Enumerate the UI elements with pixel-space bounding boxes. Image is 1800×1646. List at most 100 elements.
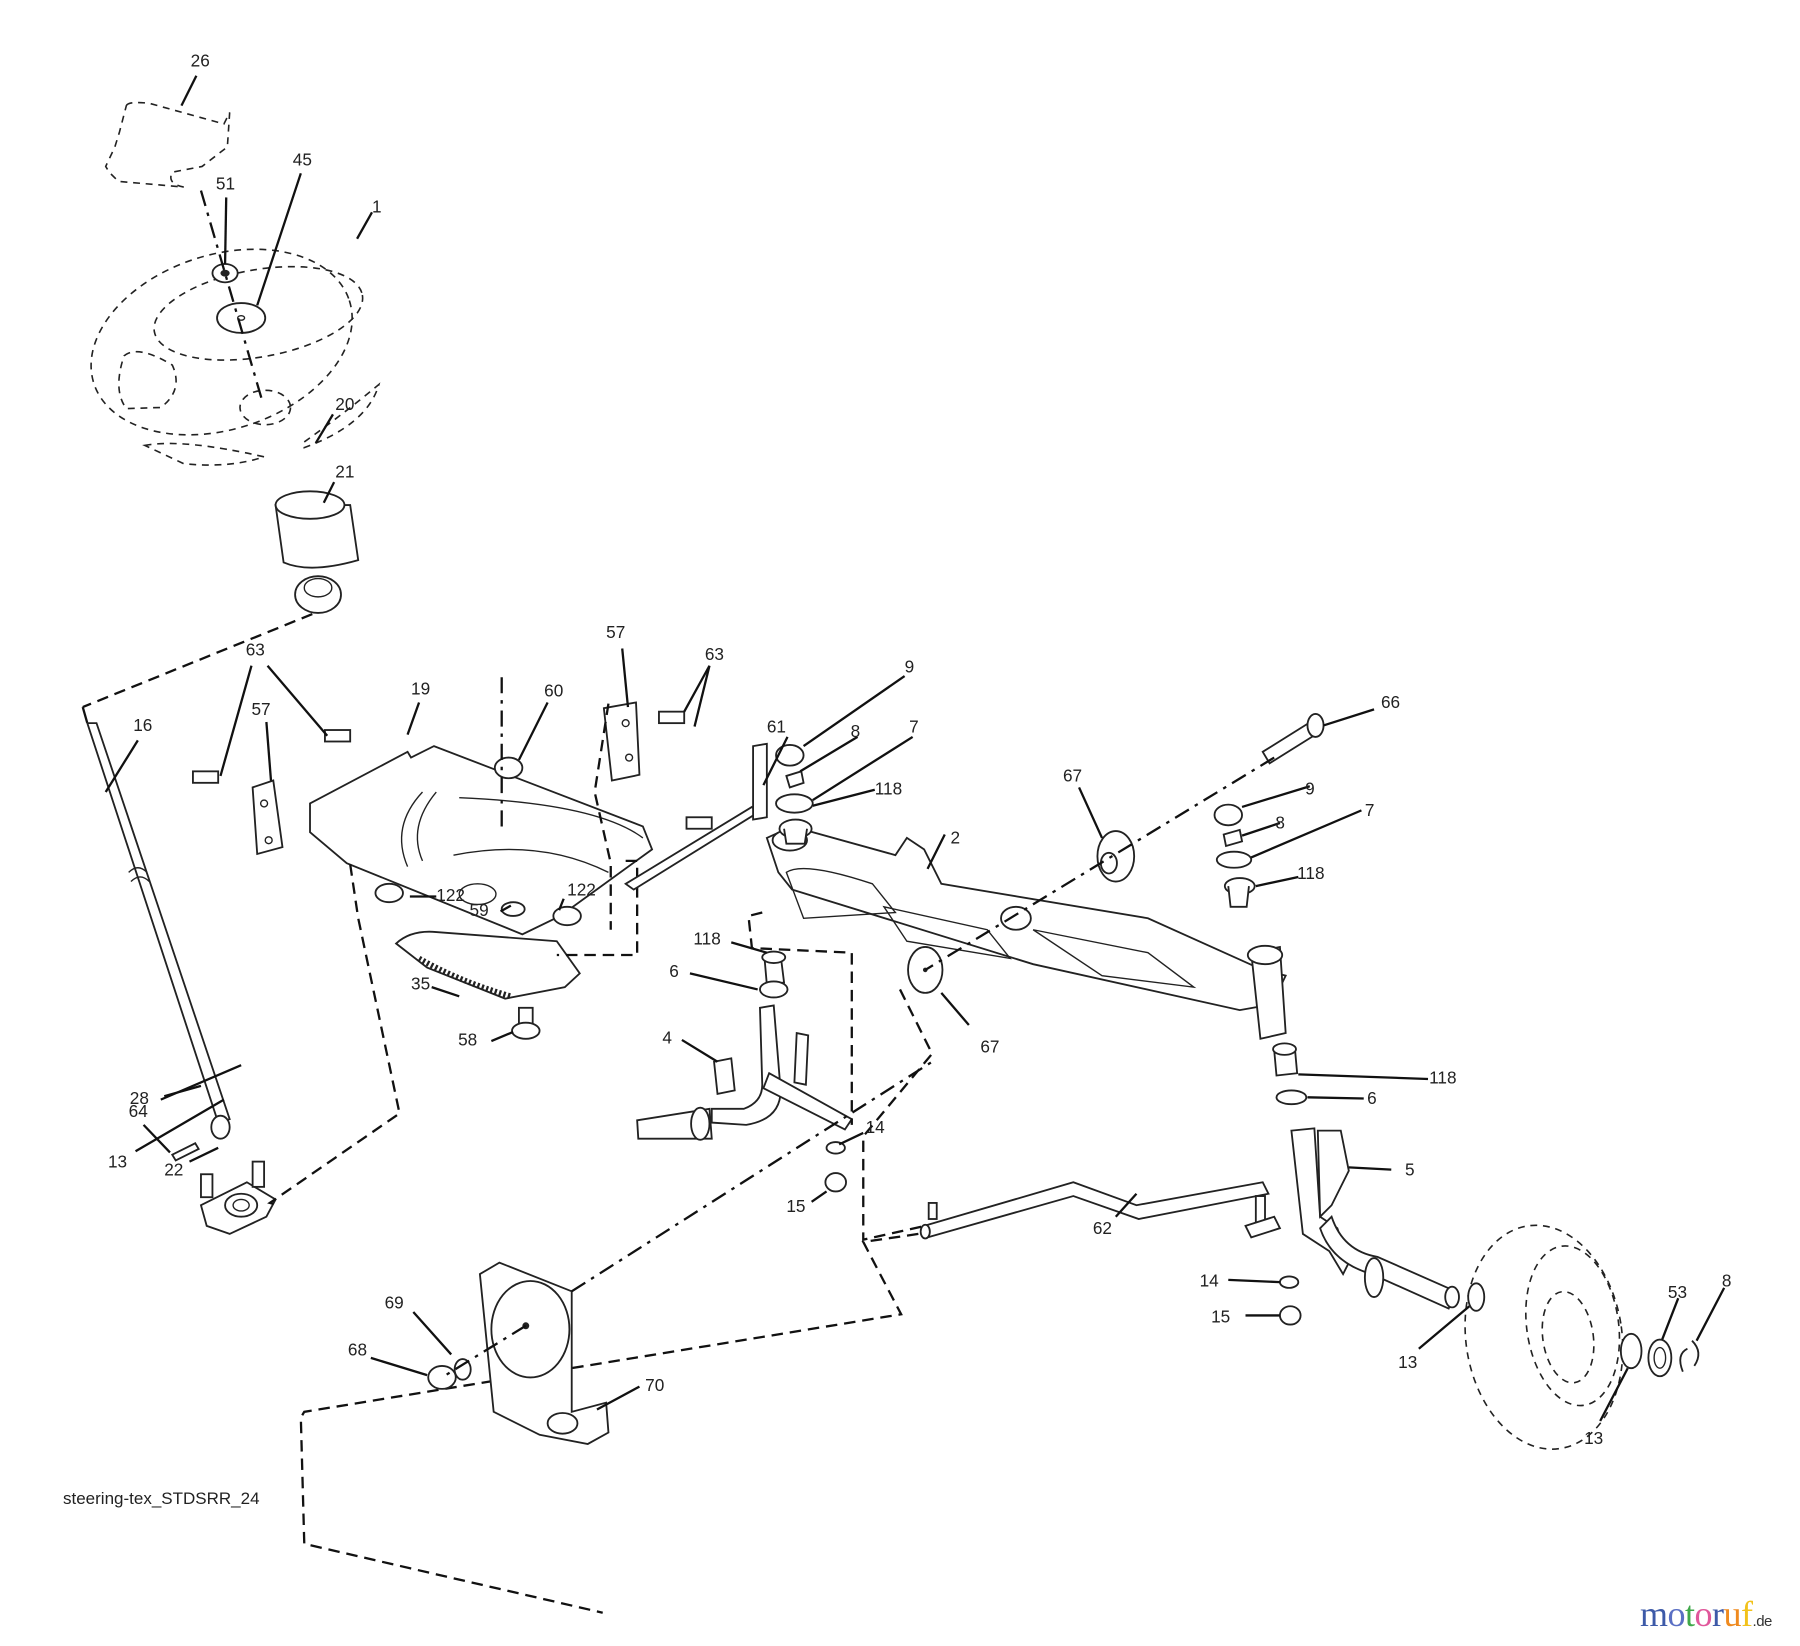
callout-15-right: 15 xyxy=(1211,1306,1230,1326)
callout-16: 16 xyxy=(133,715,152,735)
bolt-63-c xyxy=(658,710,686,725)
callout-58: 58 xyxy=(458,1030,477,1050)
pin-64 xyxy=(170,1142,200,1162)
logo-letter-o2: o xyxy=(1694,1594,1713,1634)
callout-62: 62 xyxy=(1093,1218,1112,1238)
callout-5: 5 xyxy=(1405,1159,1415,1179)
spindle-4 xyxy=(636,1004,854,1141)
logo-letter-t: t xyxy=(1685,1594,1695,1634)
clip-8-wheel xyxy=(1679,1340,1700,1373)
bolt-58 xyxy=(511,1006,541,1040)
gear-21 xyxy=(294,575,342,614)
nut-68 xyxy=(427,1365,457,1390)
callout-14-left: 14 xyxy=(866,1117,886,1137)
callout-53: 53 xyxy=(1668,1282,1687,1302)
washer-45 xyxy=(216,302,267,334)
spacer-67-bottom xyxy=(907,946,944,994)
callout-122-left: 122 xyxy=(436,885,465,905)
washer-7-right xyxy=(1215,850,1253,869)
logo-letter-m: m xyxy=(1640,1594,1668,1634)
callout-69: 69 xyxy=(385,1293,404,1313)
callout-70: 70 xyxy=(645,1375,664,1395)
callout-63-right: 63 xyxy=(705,644,724,664)
callout-67-bottom: 67 xyxy=(980,1037,999,1057)
callout-68: 68 xyxy=(348,1340,367,1360)
washer-53 xyxy=(1647,1338,1673,1378)
callout-28: 28 xyxy=(130,1088,149,1108)
bracket-57-left xyxy=(251,779,284,856)
front-wheel-outline xyxy=(1464,1224,1624,1450)
callout-2: 2 xyxy=(951,828,961,848)
washer-14-right xyxy=(1279,1275,1300,1289)
callout-8-right: 8 xyxy=(1275,813,1285,833)
logo-letter-r: r xyxy=(1712,1594,1724,1634)
callout-61: 61 xyxy=(767,716,786,736)
nut-15-right xyxy=(1279,1305,1302,1326)
nut-60 xyxy=(493,756,524,780)
clip-8-right xyxy=(1222,828,1244,848)
cap-9-left xyxy=(775,744,805,767)
leader-lines xyxy=(104,75,1726,1422)
flange-bearing-22 xyxy=(199,1181,277,1235)
callout-8-left: 8 xyxy=(851,721,861,741)
callout-8-wheel: 8 xyxy=(1722,1271,1732,1291)
callout-118-right-bottom: 118 xyxy=(1429,1068,1456,1088)
logo-letter-o1: o xyxy=(1667,1594,1686,1634)
bolt-63-b xyxy=(324,729,352,743)
callout-6-left: 6 xyxy=(669,961,679,981)
tie-rod-62 xyxy=(919,1181,1282,1240)
bolts-28 xyxy=(200,1160,266,1199)
sector-gear-35 xyxy=(394,930,581,1000)
bushing-118-left-top xyxy=(778,818,813,845)
callout-21: 21 xyxy=(335,462,354,482)
bolt-63-d xyxy=(685,816,713,830)
nut-51 xyxy=(211,263,239,284)
bushing-118-left-bottom xyxy=(761,950,787,986)
steering-support-70 xyxy=(478,1261,610,1445)
callout-9-right: 9 xyxy=(1305,778,1315,798)
callout-4: 4 xyxy=(662,1027,672,1047)
clip-8-left xyxy=(785,770,805,789)
callout-1: 1 xyxy=(372,196,382,216)
washer-69 xyxy=(453,1358,472,1381)
nut-122-right xyxy=(552,905,582,927)
steering-wheel-cap-26 xyxy=(104,101,231,188)
spacer-67-top xyxy=(1096,830,1136,883)
washer-6-right xyxy=(1275,1089,1308,1106)
logo-letter-u: u xyxy=(1723,1594,1742,1634)
bolt-66 xyxy=(1261,713,1325,765)
callout-35: 35 xyxy=(411,973,430,993)
callout-13-outer: 13 xyxy=(1584,1428,1603,1448)
callout-51: 51 xyxy=(216,173,235,193)
nut-15-left xyxy=(824,1172,847,1193)
spindle-5 xyxy=(1290,1127,1460,1310)
motoruf-watermark-logo: motoruf.de xyxy=(1640,1596,1772,1632)
callout-14-right: 14 xyxy=(1200,1271,1220,1291)
diagram-caption: steering-tex_STDSRR_24 xyxy=(63,1489,260,1508)
callout-labels: 26 51 45 1 20 21 16 63 57 19 60 57 63 12… xyxy=(108,51,1731,1448)
callout-22: 22 xyxy=(164,1159,183,1179)
callout-118-right-top: 118 xyxy=(1297,863,1324,883)
callout-66: 66 xyxy=(1381,692,1400,712)
steering-wheel-1 xyxy=(90,248,381,466)
logo-domain-suffix: .de xyxy=(1752,1613,1773,1630)
callout-45: 45 xyxy=(293,149,312,169)
callout-67-top: 67 xyxy=(1063,766,1082,786)
callout-63-left: 63 xyxy=(246,639,265,659)
callout-60: 60 xyxy=(544,681,563,701)
callout-59: 59 xyxy=(470,900,489,920)
cap-9-right xyxy=(1213,803,1243,827)
callout-118-left-bottom: 118 xyxy=(693,929,720,949)
callout-9-left: 9 xyxy=(905,657,915,677)
steering-shaft-16 xyxy=(86,722,231,1140)
bushing-20 xyxy=(274,490,360,569)
callout-57-left: 57 xyxy=(251,699,270,719)
callout-57-right: 57 xyxy=(606,622,625,642)
nut-122-left xyxy=(374,882,404,904)
callout-64: 64 xyxy=(129,1101,149,1121)
bolt-63-a xyxy=(192,770,220,784)
front-axle-2 xyxy=(765,825,1287,1040)
bushing-118-right-top xyxy=(1223,877,1256,908)
callout-13-inner: 13 xyxy=(1398,1352,1417,1372)
